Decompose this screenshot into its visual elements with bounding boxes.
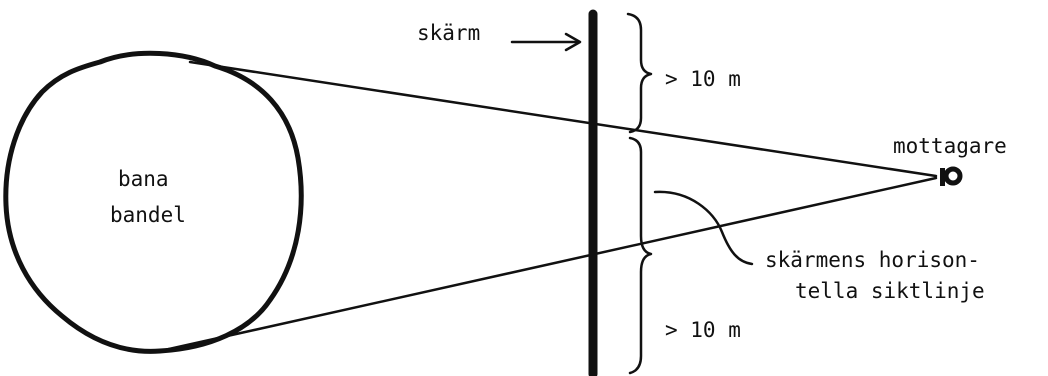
upper-distance-brace [626, 12, 653, 134]
sightline-label-line1: skärmens horison- [765, 248, 980, 272]
receiver-icon [940, 166, 963, 186]
upper-distance-label: > 10 m [665, 67, 741, 91]
sightline-label-line2: tella siktlinje [795, 279, 985, 303]
screen-label: skärm [417, 21, 480, 45]
lower-distance-label: > 10 m [665, 318, 741, 342]
receiver-label: mottagare [893, 134, 1007, 158]
lower-sight-line [158, 176, 938, 353]
track-label-line2: bandel [110, 203, 186, 227]
lower-distance-brace [628, 136, 653, 375]
screen-arrow-head [564, 32, 582, 52]
track-label-line1: bana [118, 167, 169, 191]
upper-sight-line [188, 60, 938, 178]
sightline-leader [653, 190, 754, 266]
track-outline [3, 50, 304, 354]
